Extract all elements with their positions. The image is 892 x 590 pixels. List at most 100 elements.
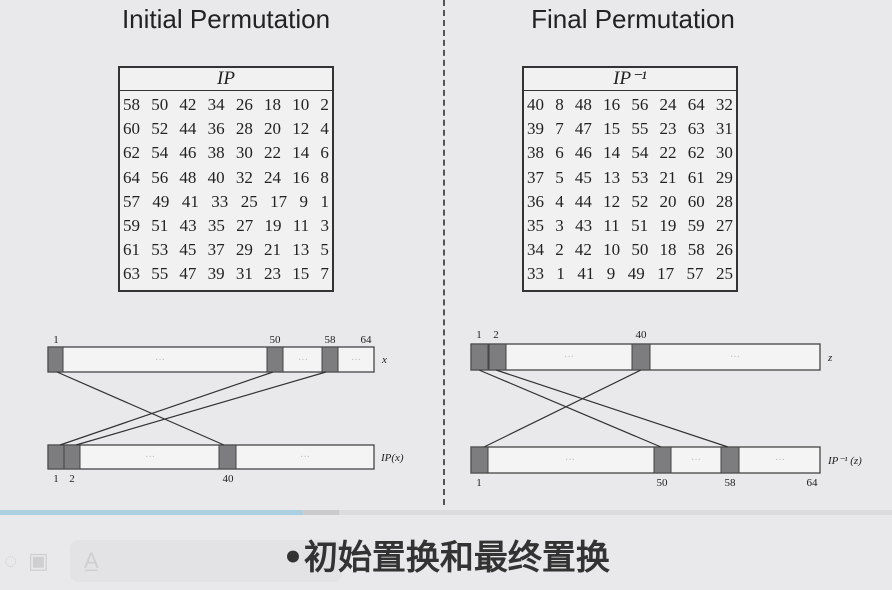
ipinv-cell: 52 [631,191,649,211]
ellipsis: ··· [145,452,155,463]
ip-cell: 37 [207,240,225,260]
ip-cell: 3 [320,216,329,236]
final-permutation-diagram: ··· ··· 1 2 40 z ··· ··· ··· 1 50 58 64 … [470,329,862,489]
danmaku-toggle-icon[interactable]: ◌ [4,548,18,573]
bit-block [720,446,740,474]
ipinv-cell: 55 [631,119,649,139]
ip-cell: 64 [123,167,140,187]
ip-cell: 58 [123,95,140,114]
played-bar [0,510,304,515]
ellipsis: ··· [565,455,575,466]
ipinv-cell: 40 [527,95,544,114]
ip-cell: 9 [299,191,309,211]
ipinv-cell: 54 [631,143,649,163]
bit-block [47,346,64,373]
ipinv-cell: 10 [603,240,621,260]
initial-permutation-title: Initial Permutation [121,4,331,34]
ip-cell: 60 [123,119,140,139]
ipinv-cell: 56 [631,95,649,114]
ipinv-cell: 32 [715,95,733,114]
ipinv-cell: 36 [527,191,544,211]
ipinv-cell: 30 [715,143,733,163]
bit-block [470,446,489,474]
ipinv-cell: 61 [687,167,705,187]
ip-cell: 35 [207,216,225,236]
ipinv-cell: 15 [603,119,621,139]
ip-cell: 54 [151,143,169,163]
ipinv-cell: 18 [659,240,677,260]
ipinv-cell: 38 [527,143,544,163]
ip-cell: 42 [179,95,197,114]
mapping-line [495,369,729,448]
ipinv-cell: 43 [575,216,593,236]
ipinv-cell: 2 [555,240,564,260]
ip-cell: 49 [152,191,170,211]
ipinv-cell: 5 [555,167,564,187]
ip-cell: 56 [151,167,169,187]
ip-cell: 7 [320,264,329,284]
ipinv-cell: 64 [687,95,705,114]
ipinv-cell: 16 [603,95,621,114]
ipinv-cell: 28 [715,191,733,211]
ipinv-cell: 41 [577,264,595,284]
ip-cell: 8 [320,167,329,187]
ipinv-cell: 37 [527,167,544,187]
final-permutation-title: Final Permutation [531,4,735,34]
variable-label: x [381,354,387,366]
ipinv-cell: 47 [574,119,592,139]
bit-label: 64 [807,477,819,489]
ip-cell: 43 [179,216,197,236]
ipinv-cell: 60 [687,191,705,211]
bit-label: 1 [53,334,59,346]
ellipsis: ··· [298,355,308,366]
ipinv-cell: 29 [715,167,733,187]
ip-table-header: IP [120,68,332,91]
danmaku-input-ghost[interactable] [70,540,342,582]
ipinv-cell: 9 [606,264,616,284]
ipinv-cell: 7 [555,119,564,139]
ipinv-cell: 6 [555,143,564,163]
bit-block [218,444,237,470]
ipinv-cell: 23 [659,119,677,139]
ip-cell: 41 [181,191,199,211]
ipinv-cell: 27 [715,216,733,236]
ipinv-cell: 11 [603,216,620,236]
ip-cell: 40 [207,167,225,187]
input-block-x [47,346,375,373]
ip-cell: 2 [320,95,329,114]
ipinv-cell: 35 [527,216,544,236]
bit-label: 2 [493,329,499,341]
ip-cell: 44 [179,119,197,139]
bit-label: 64 [361,334,373,346]
video-progress-bar[interactable] [0,510,892,515]
tv-icon[interactable]: ▣ [28,548,49,573]
ipinv-cell: 50 [631,240,649,260]
bit-block [266,346,284,373]
ip-cell: 51 [151,216,169,236]
ip-cell: 34 [207,95,225,114]
permutation-diagrams: ··· ··· ··· 1 50 58 64 x ··· ··· 1 2 40 … [47,329,862,489]
ip-cell: 30 [235,143,253,163]
ip-cell: 52 [151,119,169,139]
ip-cell: 6 [320,143,329,163]
ipinv-cell: 24 [659,95,677,114]
ipinv-cell: 59 [687,216,705,236]
ipinv-cell: 51 [631,216,649,236]
ip-cell: 21 [264,240,282,260]
ip-cell: 12 [292,119,310,139]
ip-cell: 5 [320,240,329,260]
ip-cell: 26 [235,95,253,114]
ip-cell: 4 [320,119,329,139]
ipinv-cell: 42 [574,240,592,260]
ip-cell: 25 [240,191,258,211]
ellipsis: ··· [730,352,740,363]
bit-block [488,343,507,371]
mapping-line [59,371,274,446]
text-style-icon[interactable]: A̲ [84,548,99,573]
